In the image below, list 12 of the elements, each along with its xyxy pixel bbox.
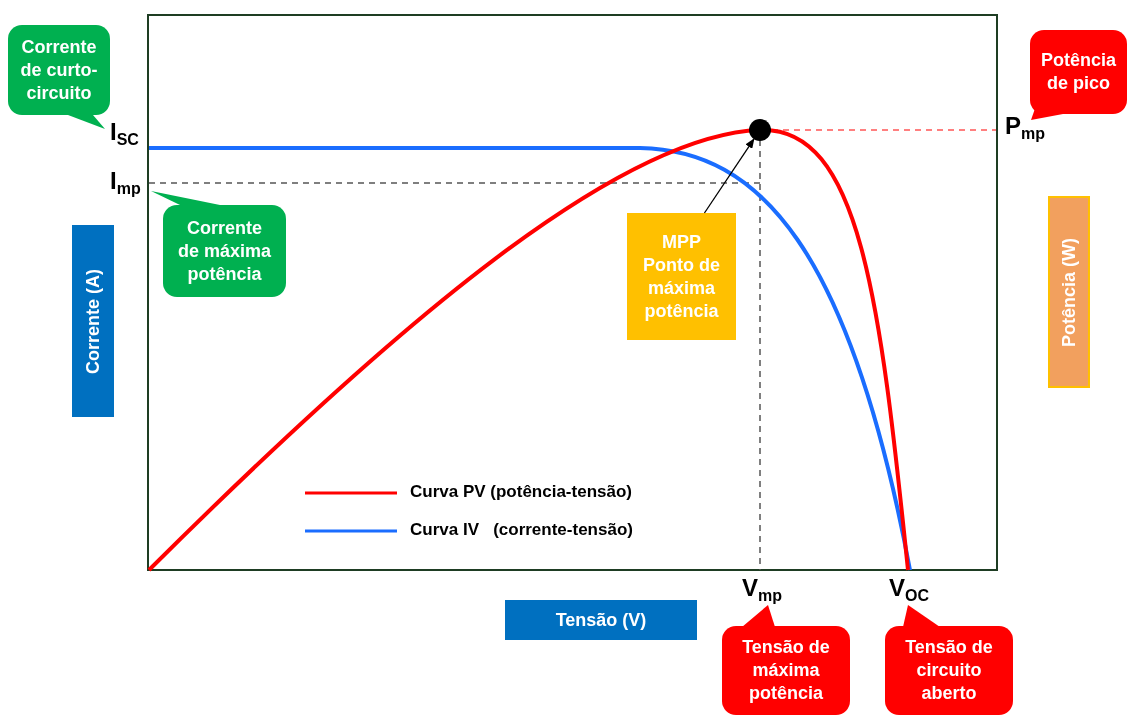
axis-title-box: Potência (W) (1048, 196, 1090, 388)
label-box: MPP Ponto de máxima potência (627, 213, 736, 340)
arrow (703, 138, 755, 214)
axis-marker-label: I$_{mp}$ (110, 167, 141, 198)
axis-marker-label: I$_{SC}$ (110, 118, 139, 149)
axis-title-box: Corrente (A) (72, 225, 114, 417)
label-box: Tensão (V) (505, 600, 697, 640)
legend-text: Curva IV (corrente-tensão) (410, 520, 633, 540)
point-marker (749, 119, 771, 141)
axis-marker-label: V$_{mp}$ (742, 574, 782, 605)
legend-text: Curva PV (potência-tensão) (410, 482, 632, 502)
axis-marker-label: V$_{OC}$ (889, 574, 929, 605)
